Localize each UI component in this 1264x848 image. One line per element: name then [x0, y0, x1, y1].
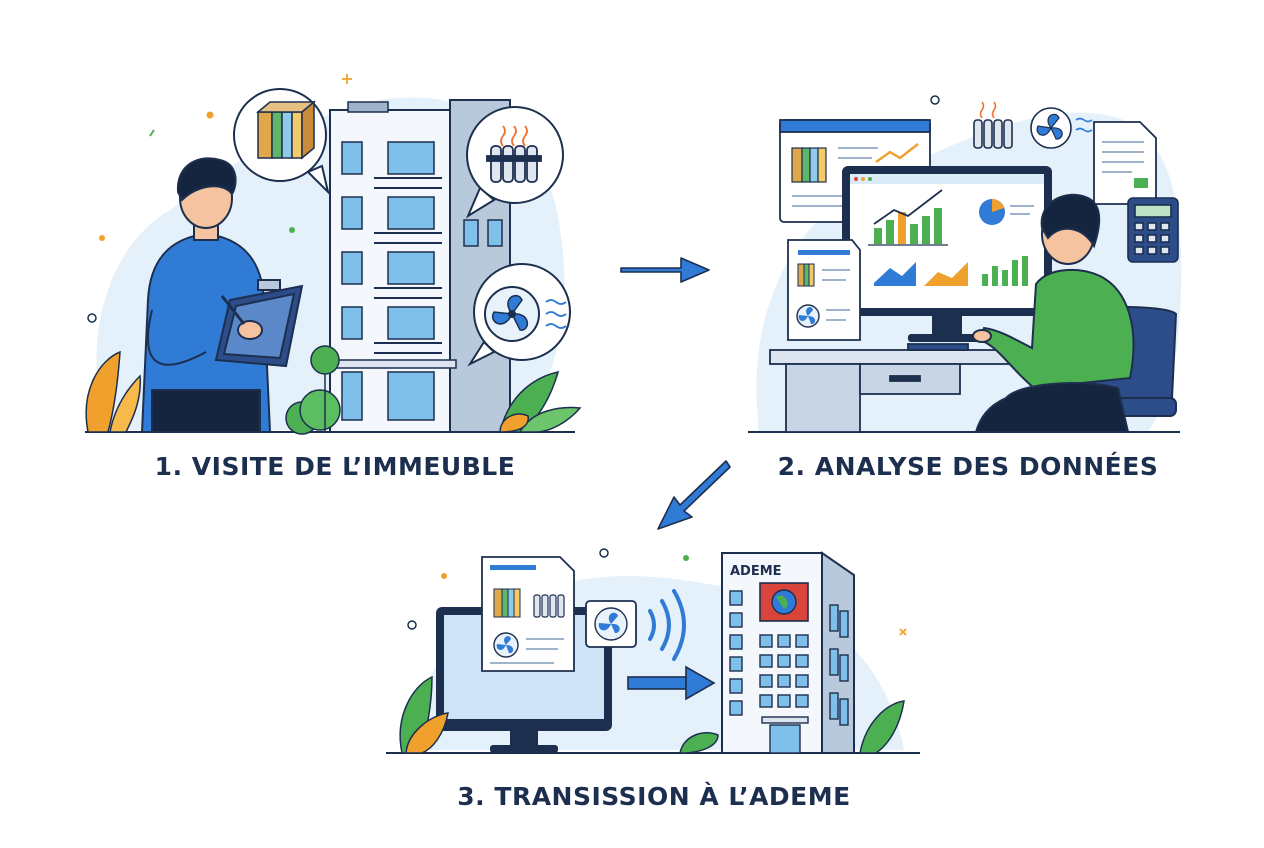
- analyst-person: [972, 193, 1135, 433]
- plant-left: [85, 350, 141, 433]
- plant-left: [399, 675, 449, 754]
- scene-transmission: ADEME: [384, 545, 924, 760]
- scene-data-analysis-illustration: [748, 95, 1182, 433]
- arrow-step1-to-step2: [620, 257, 710, 283]
- radiator-icon: [973, 101, 1013, 149]
- heat-waves-icon: [500, 125, 528, 147]
- globe-icon: [771, 589, 797, 615]
- ademe-sign-text: ADEME: [730, 564, 782, 579]
- document-icon: [1093, 121, 1157, 205]
- inspector-person: [140, 157, 304, 433]
- ventilation-fan-icon: [484, 286, 540, 342]
- transfer-arrow-icon: [627, 665, 716, 701]
- insulation-layers-icon: [493, 588, 521, 618]
- sparkle-dot: [206, 111, 214, 119]
- ademe-building: ADEME: [721, 551, 855, 754]
- step-3-label: TRANSISSION À L’ADEME: [494, 782, 851, 811]
- step-1-label: VISITE DE L’IMMEUBLE: [191, 452, 516, 481]
- scene-transmission-illustration: ADEME: [386, 548, 920, 754]
- plant-right: [499, 370, 582, 433]
- bar-chart-icon: [868, 189, 948, 246]
- insulation-bubble: [233, 88, 330, 196]
- ventilation-bubble: [467, 263, 571, 367]
- ventilation-fan-icon: [1030, 107, 1093, 149]
- calculator-icon: [1127, 197, 1179, 263]
- apartment-building: [323, 99, 511, 433]
- pie-chart-icon: [979, 199, 1034, 225]
- step-3-number: 3.: [457, 782, 486, 811]
- scene-building-visit: [80, 60, 590, 440]
- insulation-layers-icon: [791, 147, 827, 183]
- radiator-icon: [486, 145, 542, 183]
- arrow-step2-to-step3: [657, 460, 731, 530]
- scene-data-analysis: [748, 78, 1188, 440]
- step-3-caption: 3. TRANSISSION À L’ADEME: [384, 782, 924, 811]
- radiator-icon: [533, 594, 565, 618]
- radiator-bubble: [465, 106, 564, 219]
- ventilation-fan-icon: [585, 600, 637, 648]
- insulation-layers-icon: [255, 100, 317, 160]
- step-1-number: 1.: [154, 452, 183, 481]
- signal-waves-icon: [648, 589, 686, 661]
- step-2-caption: 2. ANALYSE DES DONNÉES: [748, 452, 1188, 481]
- desktop-monitor: [842, 166, 1052, 342]
- arrow-icon: [620, 257, 710, 283]
- step-1-caption: 1. VISITE DE L’IMMEUBLE: [80, 452, 590, 481]
- arrow-icon: [657, 460, 731, 530]
- plant-right: [679, 700, 905, 754]
- report-document: [481, 556, 575, 672]
- shrub: [285, 345, 341, 435]
- step-2-label: ANALYSE DES DONNÉES: [814, 452, 1159, 481]
- report-document: [787, 239, 861, 341]
- step-2-number: 2.: [777, 452, 806, 481]
- scene-building-visit-illustration: [85, 74, 582, 435]
